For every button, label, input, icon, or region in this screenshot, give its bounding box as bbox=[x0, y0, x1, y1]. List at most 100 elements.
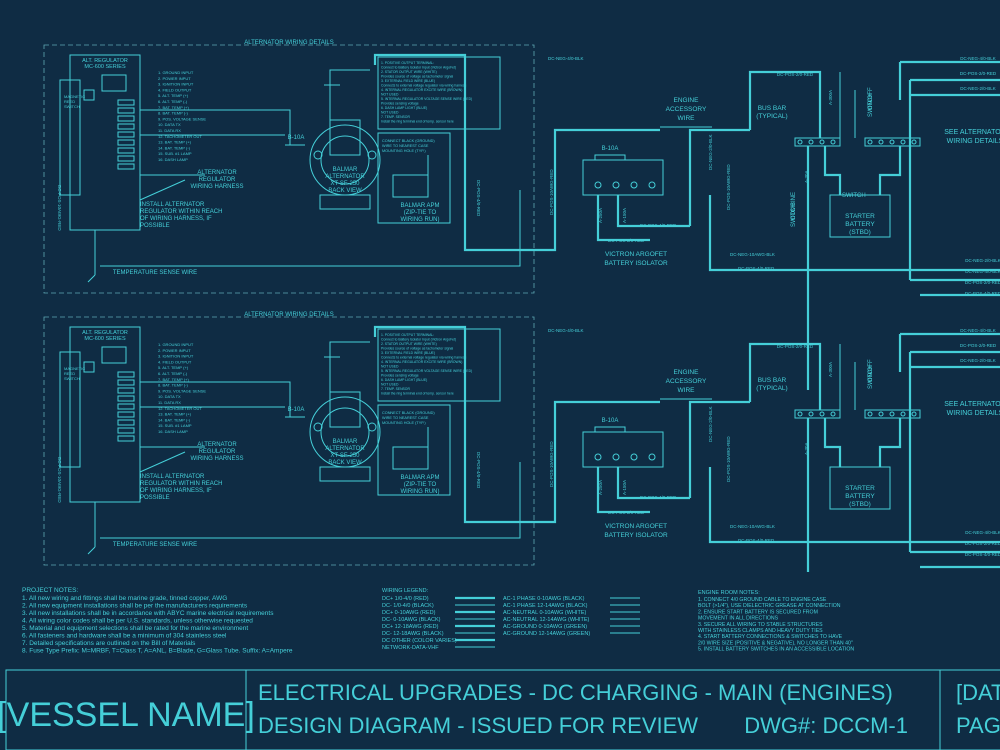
regulator-pin: 14. BAT. TEMP (-) bbox=[158, 417, 191, 422]
engine-note: 2/0 WIRE SIZE (POSITIVE & NEGATIVE), NO … bbox=[698, 640, 853, 646]
bus-stud bbox=[867, 411, 873, 417]
engine-note: 3. SECURE ALL WIRING TO STABLE STRUCTURE… bbox=[698, 622, 823, 628]
bus-stud bbox=[797, 411, 803, 417]
isolator-fuse-wire bbox=[594, 426, 626, 432]
ground-wire bbox=[87, 230, 96, 283]
isolator-terminal bbox=[594, 181, 602, 189]
terminal-note: 3. EXTERNAL FIELD WIRE (BLUE) bbox=[381, 79, 435, 83]
bus-fuse-wire bbox=[839, 72, 856, 138]
terminal-note: 3. EXTERNAL FIELD WIRE (BLUE) bbox=[381, 351, 435, 355]
alternator-terminal-block bbox=[329, 391, 361, 428]
terminal-note: 6. DASH LAMP LIGHT (BLUE) bbox=[381, 378, 427, 382]
install-note: INSTALL ALTERNATOR bbox=[140, 202, 205, 208]
isolator-terminal bbox=[648, 181, 656, 189]
right-bottom-feeds bbox=[910, 550, 1000, 569]
regulator-pin: 10. DATA TX bbox=[158, 394, 181, 399]
legend-item: AC-NEUTRAL 12-14AWG (WHITE) bbox=[503, 617, 590, 623]
legend-item: AC-1 PHASE 12-14AWG (BLACK) bbox=[503, 603, 588, 609]
isolator-vertical-feeds bbox=[688, 128, 1000, 272]
alternator-foot bbox=[319, 194, 371, 210]
see-alternator-label: WIRING DETAILS bbox=[947, 138, 1000, 145]
isolator-outputs bbox=[596, 467, 690, 514]
bus-stud bbox=[878, 139, 884, 145]
apm-device bbox=[392, 174, 429, 198]
alternator-positive-cable bbox=[373, 325, 660, 524]
project-note: 1. All new wiring and fittings shall be … bbox=[22, 595, 227, 602]
legend-item: DC+ 1/0-4/0 (RED) bbox=[382, 596, 429, 602]
legend-item: AC-GROUND 0-10AWG (GREEN) bbox=[503, 624, 587, 630]
isolator-in-label: DC-POS-10AWG-RED bbox=[549, 441, 554, 487]
drawing-number: DWG#: DCCM-1 bbox=[744, 713, 908, 738]
bus-bar-left bbox=[794, 137, 841, 147]
regulator-terminal bbox=[117, 379, 135, 386]
regulator-terminal bbox=[117, 131, 135, 138]
alternator-stud bbox=[313, 422, 323, 432]
regulator-pin: 13. BAT. TEMP (+) bbox=[158, 140, 192, 145]
notes-area: PROJECT NOTES:1. All new wiring and fitt… bbox=[22, 587, 854, 655]
regulator-label: MC-600 SERIES bbox=[84, 336, 126, 342]
regulator-terminal bbox=[117, 387, 135, 394]
right-bottom-label: DC-NEG-4/0-BLK bbox=[965, 269, 1000, 274]
terminal-note: 4. INTERNAL REGULATOR EXCITE WIRE (BROWN… bbox=[381, 360, 462, 364]
isolator-terminal bbox=[630, 181, 638, 189]
battery-cables bbox=[823, 146, 902, 195]
regulator-pin: 1. GROUND INPUT bbox=[158, 70, 194, 75]
on-off-switch-label: ON/OFF bbox=[868, 87, 874, 110]
regulator-terminal bbox=[117, 371, 135, 378]
harness-lines bbox=[139, 446, 205, 473]
reed-switch-label: SWITCH bbox=[64, 376, 80, 381]
ground-wire bbox=[87, 502, 96, 555]
isolator-label: BATTERY ISOLATOR bbox=[604, 532, 668, 539]
isolator-fuse-a: A-250A bbox=[598, 480, 603, 495]
combine-switch-label: SWITCH bbox=[791, 203, 797, 227]
bus-fuse-label: A-300A bbox=[828, 362, 833, 377]
terminal-note: Install the ring terminal end of temp. s… bbox=[381, 120, 454, 124]
ground-note: WIRE TO NEAREST CASE bbox=[382, 144, 429, 148]
regulator-pin: 9. POS. VOLTAGE SENSE bbox=[158, 116, 206, 121]
temp-sense-wire bbox=[100, 190, 521, 267]
terminal-note: Provides sensing voltage bbox=[381, 102, 419, 106]
vertical-wire-label: DC-POS-10AWG-RED bbox=[57, 457, 62, 503]
dc-neg-label: DC-NEG-4/0-BLK bbox=[548, 56, 584, 61]
right-label: DC-NEG-2/0-BLK bbox=[960, 86, 996, 91]
legend-item: DC- 12-18AWG (BLACK) bbox=[382, 631, 444, 637]
harness-label: ALTERNATOR bbox=[197, 442, 237, 448]
regulator-pin: 8. BAT. TEMP (-) bbox=[158, 383, 188, 388]
project-note: 2. All new equipment installations shall… bbox=[22, 603, 248, 610]
battery-label: (STBD) bbox=[849, 229, 871, 236]
isolator-label: BATTERY ISOLATOR bbox=[604, 260, 668, 267]
regulator-pin: 2. POWER INPUT bbox=[158, 76, 191, 81]
bus-stud bbox=[911, 139, 917, 145]
harness-label: REGULATOR bbox=[199, 177, 236, 183]
victron-isolator bbox=[582, 159, 664, 196]
isolator-terminal bbox=[612, 453, 620, 461]
regulator-pin: 13. BAT. TEMP (+) bbox=[158, 412, 192, 417]
regulator-label: ALT. REGULATOR bbox=[82, 330, 128, 336]
isolator-fuse-b: A-150A bbox=[622, 480, 627, 495]
regulator-button bbox=[83, 361, 95, 373]
isolator-fuse-wire bbox=[594, 154, 626, 160]
regulator-terminal bbox=[117, 411, 135, 418]
legend-item: DC+ 0-10AWG (RED) bbox=[382, 610, 436, 616]
apm-label: (ZIP-TIE TO bbox=[404, 482, 437, 488]
alternator-fuse-label: B-10A bbox=[288, 135, 305, 141]
apm-label: BALMAR APM bbox=[400, 475, 439, 481]
vessel-name: [VESSEL NAME] bbox=[0, 696, 255, 734]
victron-isolator bbox=[582, 431, 664, 468]
ground-note: MOUNTING HOLE (TYP.) bbox=[382, 149, 426, 153]
install-note: POSSIBLE bbox=[140, 223, 170, 229]
regulator-terminal bbox=[117, 99, 135, 106]
isolator-pos-label: DC-POS-2/0-RED bbox=[608, 510, 645, 515]
dc-neg-label: DC-NEG-4/0-BLK bbox=[548, 328, 584, 333]
legend-item: AC-GROUND 12-14AWG (GREEN) bbox=[503, 631, 590, 637]
apm-device bbox=[392, 446, 429, 470]
reed-switch-label: MAGNETIC bbox=[64, 366, 85, 371]
terminal-note: Connect to Battery Isolator Input (Victr… bbox=[381, 338, 456, 342]
bus-stud bbox=[889, 411, 895, 417]
terminal-note: Provides source of voltage as tachometer… bbox=[381, 75, 453, 79]
regulator-button bbox=[83, 89, 95, 101]
isolator-fuse-a: A-250A bbox=[598, 208, 603, 223]
right-bottom-label: DC-POS-2/0-RED bbox=[965, 541, 1000, 546]
right-bottom-label: DC-NEG-4/0-BLK bbox=[965, 530, 1000, 535]
